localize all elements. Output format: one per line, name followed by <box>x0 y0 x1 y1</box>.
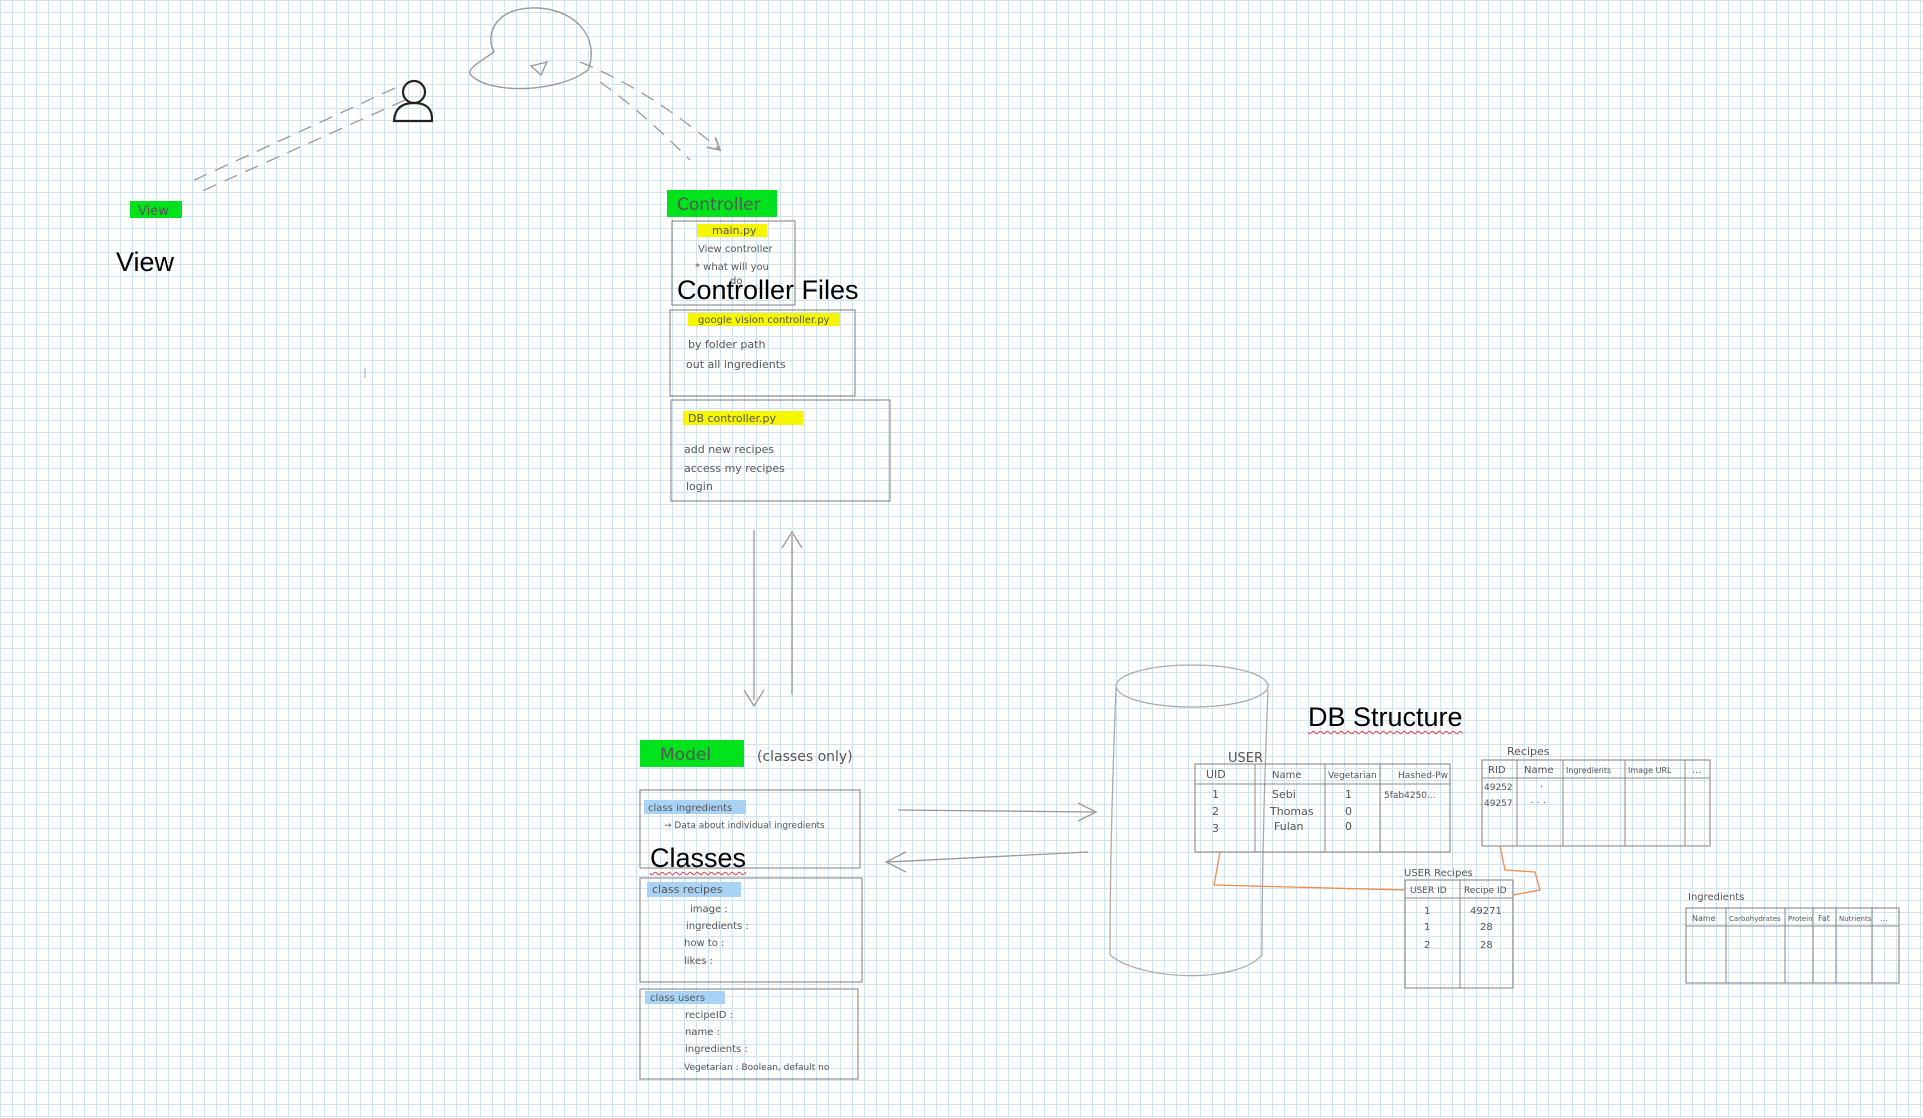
svg-text:(classes only): (classes only) <box>757 749 853 765</box>
model-tag: Model (classes only) <box>640 740 853 767</box>
person-icon <box>392 79 434 123</box>
svg-text:2: 2 <box>1424 940 1430 951</box>
svg-text:Name: Name <box>1272 770 1302 781</box>
svg-text:49252: 49252 <box>1484 783 1513 793</box>
controller-model-arrows <box>743 530 803 708</box>
svg-text:Name: Name <box>1524 765 1554 776</box>
svg-text:add new recipes: add new recipes <box>684 443 774 456</box>
controller-tag: Controller <box>667 190 777 217</box>
svg-text:2: 2 <box>1212 805 1219 818</box>
svg-text:3: 3 <box>1212 822 1219 835</box>
svg-text:Hashed-Pw: Hashed-Pw <box>1398 771 1448 781</box>
view-tag: View <box>130 201 182 219</box>
controller-files-label: Controller Files <box>677 275 859 305</box>
svg-text:ingredients :: ingredients : <box>686 921 749 932</box>
db-structure-label: DB Structure <box>1308 702 1463 732</box>
svg-text:class recipes: class recipes <box>652 883 723 896</box>
classes-label: Classes <box>650 843 747 873</box>
model-db-arrows <box>884 802 1098 873</box>
svg-text:...: ... <box>1692 765 1702 776</box>
vision-file-box: google vision controller.py by folder pa… <box>669 309 856 397</box>
svg-text:Image URL: Image URL <box>1628 766 1672 775</box>
svg-text:49257: 49257 <box>1484 799 1513 809</box>
svg-text:likes :: likes : <box>684 956 713 967</box>
ingredients-table: Ingredients Name Carbohydrates Protein F… <box>1685 892 1900 984</box>
database-cylinder <box>1109 664 1269 977</box>
svg-text:RID: RID <box>1488 765 1506 776</box>
svg-text:google vision controller.py: google vision controller.py <box>698 315 830 326</box>
svg-text:Model: Model <box>660 745 711 765</box>
svg-text:28: 28 <box>1480 940 1493 951</box>
svg-text:do: do <box>730 276 742 287</box>
svg-text:Thomas: Thomas <box>1269 805 1314 818</box>
svg-text:Vegetarian: Vegetarian <box>1328 771 1377 781</box>
svg-text:...: ... <box>1880 914 1888 923</box>
relation-lines <box>1213 845 1541 896</box>
user-table: USER UID Name Vegetarian Hashed-Pw 1 Seb… <box>1194 751 1451 853</box>
svg-text:image :: image : <box>690 904 728 915</box>
user-flow-arrows <box>189 61 722 193</box>
svg-text:DB controller.py: DB controller.py <box>688 412 776 425</box>
svg-text:USER: USER <box>1228 751 1263 766</box>
svg-text:28: 28 <box>1480 922 1493 933</box>
svg-text:name :: name : <box>685 1027 720 1038</box>
svg-text:Fat: Fat <box>1818 914 1830 923</box>
svg-text:Ingredients: Ingredients <box>1688 892 1744 903</box>
svg-text:USER ID: USER ID <box>1410 886 1447 896</box>
svg-text:· · ·: · · · <box>1530 798 1546 809</box>
recipes-table: Recipes RID Name Ingredients Image URL .… <box>1481 745 1711 847</box>
db-file-box: DB controller.py add new recipes access … <box>670 399 891 502</box>
svg-text:class users: class users <box>650 993 705 1004</box>
svg-text:1: 1 <box>1424 906 1430 917</box>
user-recipes-table: USER Recipes USER ID Recipe ID 1 49271 1… <box>1404 868 1514 989</box>
svg-text:Nutrients: Nutrients <box>1839 915 1872 923</box>
svg-text:→ Data about individual ingred: → Data about individual ingredients <box>664 821 825 831</box>
svg-text:·: · <box>1540 782 1543 793</box>
svg-text:View controller: View controller <box>698 244 774 255</box>
main-file-box: main.py View controller * what will you … <box>671 220 796 306</box>
svg-text:login: login <box>686 480 713 493</box>
svg-text:Carbohydrates: Carbohydrates <box>1729 915 1781 923</box>
svg-text:View: View <box>138 204 169 219</box>
svg-text:how to :: how to : <box>684 938 724 949</box>
svg-text:0: 0 <box>1345 820 1352 833</box>
class-recipes-box: class recipes image : ingredients : how … <box>639 877 863 983</box>
svg-text:out all ingredients: out all ingredients <box>686 358 786 371</box>
svg-text:by folder path: by folder path <box>688 338 765 351</box>
svg-text:access my recipes: access my recipes <box>684 462 785 475</box>
svg-text:* what will you: * what will you <box>695 262 769 273</box>
view-label: View <box>116 247 175 277</box>
thought-bubble-icon <box>469 7 592 90</box>
svg-text:0: 0 <box>1345 805 1352 818</box>
svg-text:49271: 49271 <box>1470 906 1502 917</box>
class-users-box: class users recipeID : name : ingredient… <box>639 988 859 1080</box>
svg-text:Ingredients: Ingredients <box>1566 766 1611 775</box>
svg-text:Controller: Controller <box>677 195 761 215</box>
svg-text:class ingredients: class ingredients <box>648 803 732 814</box>
svg-text:Name: Name <box>1692 914 1716 923</box>
svg-text:5fab4250...: 5fab4250... <box>1384 791 1436 801</box>
class-ingredients-box: class ingredients → Data about individua… <box>639 789 861 869</box>
svg-text:main.py: main.py <box>712 224 757 237</box>
svg-text:Recipe ID: Recipe ID <box>1464 886 1507 896</box>
svg-text:recipeID :: recipeID : <box>685 1010 733 1021</box>
svg-text:Sebi: Sebi <box>1272 788 1296 801</box>
svg-text:ingredients :: ingredients : <box>685 1044 748 1055</box>
svg-text:1: 1 <box>1424 922 1430 933</box>
svg-text:UID: UID <box>1206 768 1226 781</box>
svg-text:1: 1 <box>1212 788 1219 801</box>
svg-text:USER Recipes: USER Recipes <box>1404 868 1473 879</box>
svg-text:Recipes: Recipes <box>1507 745 1550 758</box>
svg-text:Protein: Protein <box>1788 915 1813 923</box>
svg-text:Vegetarian : Boolean, default: Vegetarian : Boolean, default no <box>684 1063 830 1073</box>
svg-text:Fulan: Fulan <box>1274 820 1303 833</box>
svg-text:1: 1 <box>1345 788 1352 801</box>
